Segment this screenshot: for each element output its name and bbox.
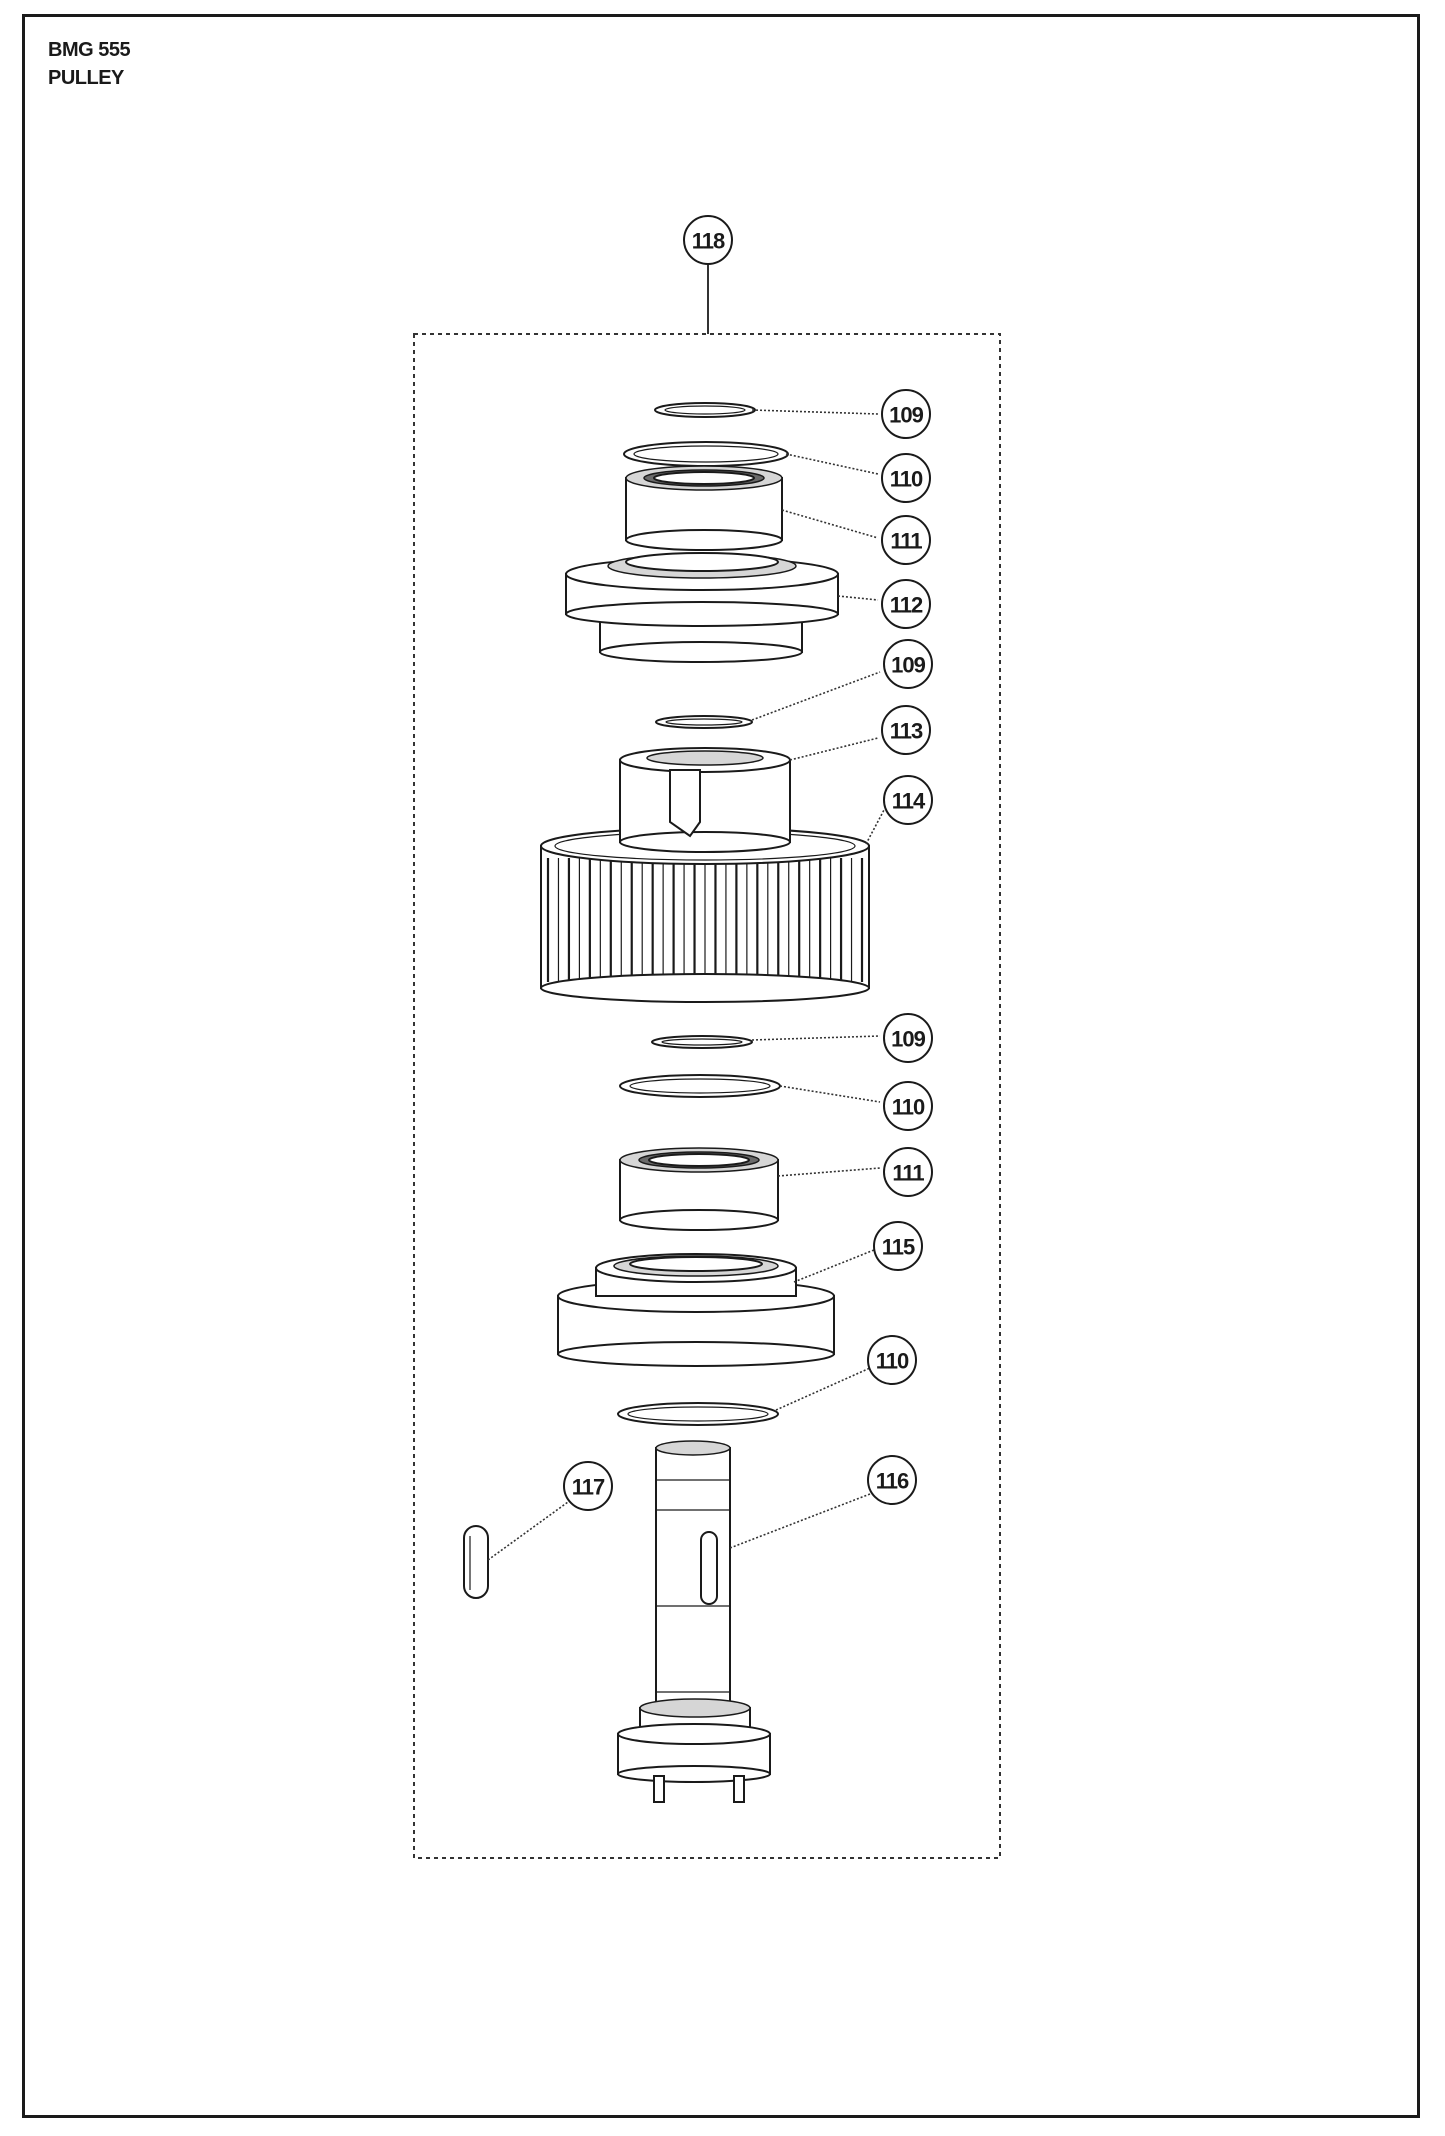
part-111-bearing-lower xyxy=(619,1147,779,1231)
callout-label: 110 xyxy=(876,1349,909,1374)
callout-111-lower: 111 xyxy=(883,1147,933,1197)
pulley-teeth xyxy=(546,858,864,982)
section-name: PULLEY xyxy=(48,67,124,89)
callout-label: 116 xyxy=(876,1469,909,1494)
part-116-shaft xyxy=(617,1440,771,1803)
callout-label: 111 xyxy=(892,1161,924,1186)
callout-label: 109 xyxy=(891,653,925,678)
callout-label: 113 xyxy=(890,719,923,744)
callout-label: 115 xyxy=(882,1235,915,1260)
diagram-title: BMG 555 PULLEY xyxy=(48,36,131,92)
callout-label: 118 xyxy=(692,229,725,254)
part-110-ring-middle xyxy=(619,1074,781,1098)
leader-lines xyxy=(487,409,885,1561)
callout-114: 114 xyxy=(883,775,933,825)
callout-label: 109 xyxy=(891,1027,925,1052)
part-117-key xyxy=(463,1525,489,1599)
model-name: BMG 555 xyxy=(48,39,131,61)
callout-110-lower: 110 xyxy=(867,1335,917,1385)
part-109-snap-ring-middle xyxy=(655,715,753,729)
callout-label: 109 xyxy=(889,403,923,428)
callout-109-top: 109 xyxy=(881,389,931,439)
part-109-snap-ring-top xyxy=(654,402,756,418)
callout-111-top: 111 xyxy=(881,515,931,565)
callout-113: 113 xyxy=(881,705,931,755)
part-114-timing-pulley xyxy=(540,827,870,1003)
callout-label: 112 xyxy=(890,593,923,618)
callout-110-middle: 110 xyxy=(883,1081,933,1131)
callout-112: 112 xyxy=(881,579,931,629)
callout-118: 118 xyxy=(683,215,733,265)
part-112-housing-top xyxy=(565,552,839,663)
part-110-ring-lower xyxy=(617,1402,779,1426)
callout-116: 116 xyxy=(867,1455,917,1505)
callout-label: 117 xyxy=(572,1475,605,1500)
part-115-housing-lower xyxy=(557,1253,835,1367)
callout-117: 117 xyxy=(563,1461,613,1511)
callout-label: 114 xyxy=(892,789,926,814)
part-113-hub xyxy=(619,747,791,853)
callout-110-top: 110 xyxy=(881,453,931,503)
part-109-snap-ring-lower xyxy=(651,1035,753,1049)
part-111-bearing-top xyxy=(625,465,783,551)
callout-label: 110 xyxy=(892,1095,925,1120)
assembly-boundary xyxy=(413,333,1001,1859)
callout-label: 111 xyxy=(890,529,922,554)
page-frame xyxy=(22,14,1420,2118)
callout-109-lower: 109 xyxy=(883,1013,933,1063)
part-110-ring-top xyxy=(623,441,789,467)
callout-115: 115 xyxy=(873,1221,923,1271)
callout-label: 110 xyxy=(890,467,923,492)
callout-109-middle: 109 xyxy=(883,639,933,689)
